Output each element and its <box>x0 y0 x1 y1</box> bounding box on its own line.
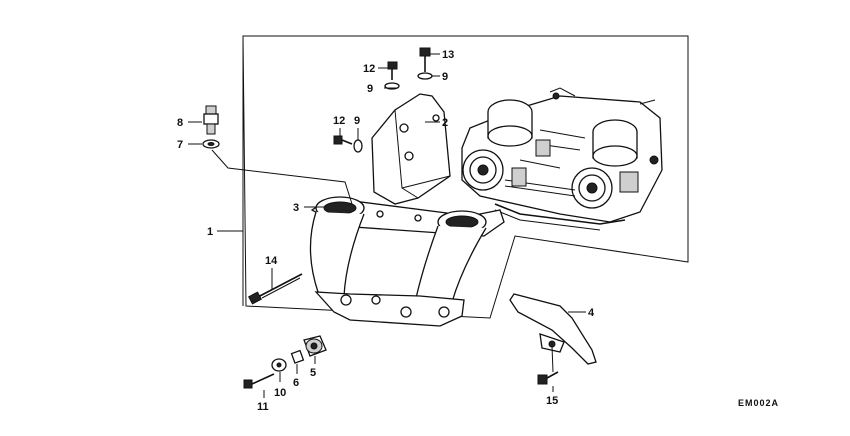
callout-15: 15 <box>546 395 558 407</box>
leader-lines <box>188 53 586 398</box>
leader-15-to-bracket <box>551 345 554 373</box>
callout-11: 11 <box>257 401 269 413</box>
part-6-collar <box>290 349 305 364</box>
part-3-intake-manifold <box>309 196 505 327</box>
callout-8: 8 <box>177 117 183 129</box>
leader-7-to-manifold <box>211 149 353 205</box>
callout-12-mid: 12 <box>333 115 345 127</box>
callout-4: 4 <box>588 307 595 319</box>
callout-9-upper-left: 9 <box>367 83 373 95</box>
diagram-code: EM002A <box>738 398 779 408</box>
part-10-washer <box>271 358 287 372</box>
callout-6: 6 <box>293 377 299 389</box>
part-11-bolt <box>243 373 275 389</box>
carburetor-assembly <box>461 87 663 231</box>
callout-5: 5 <box>310 367 316 379</box>
part-14-stud <box>248 273 303 305</box>
part-4-bracket <box>509 293 597 365</box>
callout-10: 10 <box>274 387 286 399</box>
part-2-heat-shield <box>371 93 451 205</box>
part-12-screw-a <box>387 61 398 80</box>
part-5-rubber-mount <box>303 335 327 357</box>
callout-9-upper-right: 9 <box>442 71 448 83</box>
callout-12-upper: 12 <box>363 63 375 75</box>
callout-3: 3 <box>293 202 299 214</box>
part-7-washer <box>202 139 220 149</box>
callout-2: 2 <box>442 117 448 129</box>
assembly-outline <box>242 35 689 319</box>
part-13-bolt <box>419 47 431 72</box>
part-9-washer-a <box>417 72 433 80</box>
callout-9-mid: 9 <box>354 115 360 127</box>
part-8-fitting <box>203 105 219 135</box>
callout-7: 7 <box>177 139 183 151</box>
callout-1: 1 <box>207 226 213 238</box>
callout-14: 14 <box>265 255 278 267</box>
part-9-washer-c <box>353 139 363 153</box>
callout-13: 13 <box>442 49 454 61</box>
part-12-screw-b <box>333 135 353 145</box>
part-15-bolt <box>537 371 559 385</box>
